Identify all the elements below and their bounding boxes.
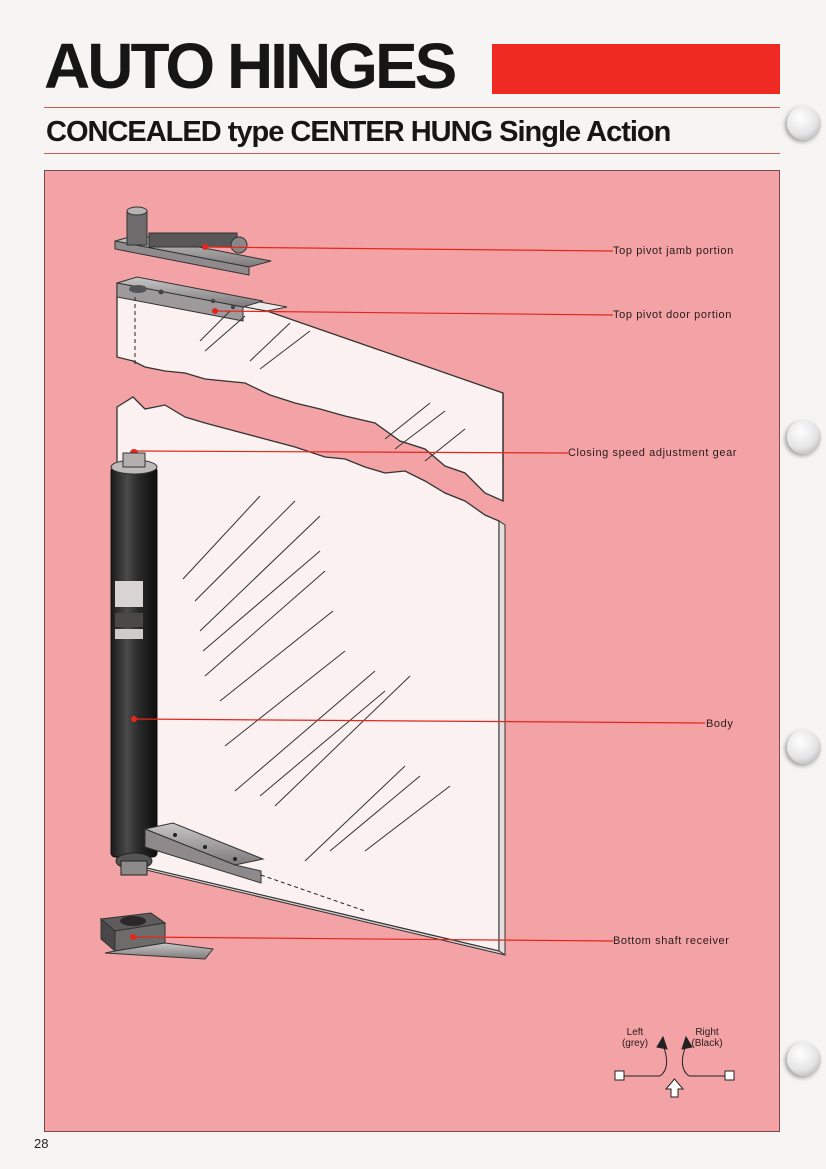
binder-ring-4 xyxy=(787,1042,821,1076)
callout-closing-speed-gear: Closing speed adjustment gear xyxy=(568,447,738,459)
page-title: AUTO HINGES xyxy=(44,30,457,102)
bottom-arm xyxy=(115,822,265,884)
callout-top-pivot-jamb: Top pivot jamb portion xyxy=(613,245,734,257)
binder-ring-1 xyxy=(787,106,821,140)
title-accent-bar xyxy=(492,44,780,94)
callout-bottom-shaft-receiver: Bottom shaft receiver xyxy=(613,935,730,947)
direction-left-label: Left (grey) xyxy=(621,1027,649,1049)
glass-lower-panel xyxy=(116,396,506,956)
glass-reflections xyxy=(182,310,466,862)
bottom-shaft-receiver-part xyxy=(99,912,214,960)
callout-body: Body xyxy=(706,718,734,730)
diagram-panel: Top pivot jamb portion Top pivot door po… xyxy=(44,170,780,1132)
rule-top xyxy=(44,107,780,108)
callout-top-pivot-door: Top pivot door portion xyxy=(613,309,732,321)
binder-ring-2 xyxy=(787,420,821,454)
page-subtitle: CONCEALED type CENTER HUNG Single Action xyxy=(46,116,671,148)
top-pivot-door-plate xyxy=(116,276,264,322)
top-pivot-jamb-part xyxy=(114,206,272,276)
direction-right-label: Right (Black) xyxy=(691,1027,723,1049)
binder-ring-3 xyxy=(787,730,821,764)
rule-bottom xyxy=(44,153,780,154)
hinge-illustration xyxy=(99,206,735,1098)
page-number: 28 xyxy=(34,1136,49,1151)
leader-lines xyxy=(132,246,706,942)
direction-indicator xyxy=(614,1035,735,1098)
hinge-body xyxy=(110,449,158,858)
